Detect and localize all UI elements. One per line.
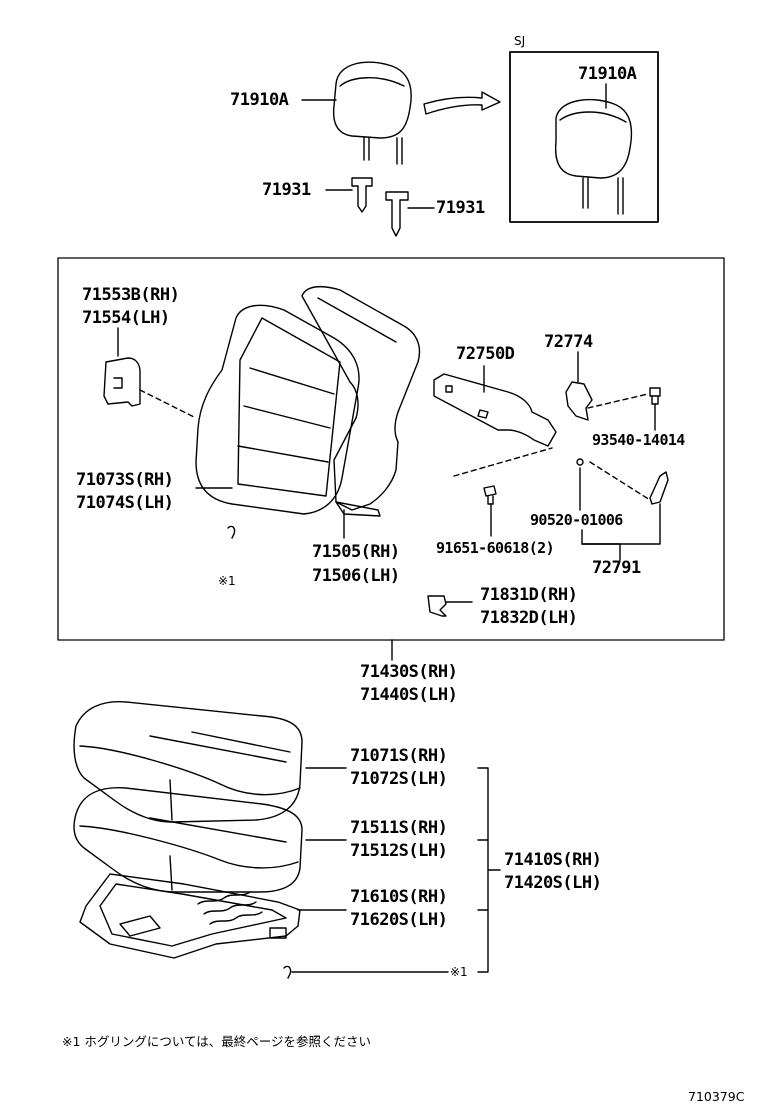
part-label-72791: 72791 [592, 558, 641, 578]
hog-ring-back [227, 525, 236, 539]
part-label-71620s: 71620S(LH) [350, 910, 448, 930]
dash-screw-93540 [587, 393, 649, 409]
part-label-71553b: 71553B(RH) [82, 285, 180, 305]
inset-box [509, 51, 659, 223]
clip-illustration [427, 595, 447, 617]
part-label-71931-right: 71931 [436, 198, 485, 218]
hog-ring-cushion [283, 965, 292, 979]
part-label-71910a-inset: 71910A [578, 64, 637, 84]
bracket-cushion-assy [477, 767, 489, 973]
part-label-71910a: 71910A [230, 90, 289, 110]
part-label-93540: 93540-14014 [592, 431, 685, 449]
dash-lock-release [453, 447, 553, 477]
part-label-71074s: 71074S(LH) [76, 493, 174, 513]
part-label-71410s: 71410S(RH) [504, 850, 602, 870]
headrest-inset-illustration [554, 98, 633, 215]
headrest-support-left [351, 177, 373, 213]
part-label-71071s: 71071S(RH) [350, 746, 448, 766]
part-label-72750d: 72750D [456, 344, 515, 364]
part-label-71511s: 71511S(RH) [350, 818, 448, 838]
inset-code-label: SJ [514, 34, 526, 48]
lever-cover-illustration [565, 381, 593, 421]
part-label-71831d: 71831D(RH) [480, 585, 578, 605]
cushion-cover-illustration [73, 701, 303, 823]
part-label-71832d: 71832D(LH) [480, 608, 578, 628]
part-label-71440s: 71440S(LH) [360, 685, 458, 705]
arrow-to-inset [423, 91, 501, 115]
seatback-cover-illustration [195, 304, 360, 515]
part-label-71506: 71506(LH) [312, 566, 400, 586]
part-label-71610s: 71610S(RH) [350, 887, 448, 907]
illustration-id: 710379C [688, 1089, 745, 1104]
lock-release-illustration [433, 373, 557, 447]
cushion-pad-illustration [73, 787, 303, 893]
footnote: ※1 ホグリングについては、最終ページを参照ください [62, 1034, 372, 1049]
part-label-71512s: 71512S(LH) [350, 841, 448, 861]
dash-lever [589, 461, 651, 501]
headrest-support-right [385, 191, 409, 237]
part-label-71073s: 71073S(RH) [76, 470, 174, 490]
part-label-71931-left: 71931 [262, 180, 311, 200]
screw-93540-illustration [649, 387, 661, 405]
part-label-71420s: 71420S(LH) [504, 873, 602, 893]
hog-ring-mark-cushion: ※1 [450, 965, 468, 979]
seatback-frame-box [57, 257, 725, 641]
part-label-91651: 91651-60618(2) [436, 539, 555, 557]
part-label-71505: 71505(RH) [312, 542, 400, 562]
screw-90520-illustration [576, 458, 584, 466]
hog-ring-mark-back: ※1 [218, 574, 236, 588]
hinge-cover-illustration [103, 357, 141, 407]
screw-91651-illustration [483, 485, 497, 505]
part-label-71072s: 71072S(LH) [350, 769, 448, 789]
part-label-71554: 71554(LH) [82, 308, 170, 328]
bracket-72791-top [581, 529, 661, 545]
lever-illustration [649, 471, 669, 505]
part-label-72774: 72774 [544, 332, 593, 352]
part-label-71430s: 71430S(RH) [360, 662, 458, 682]
dash-hinge-cover [139, 389, 197, 419]
spring-assy-illustration [79, 873, 301, 959]
part-label-90520: 90520-01006 [530, 511, 623, 529]
seatback-pad-illustration [301, 285, 421, 517]
headrest-illustration [332, 61, 412, 165]
